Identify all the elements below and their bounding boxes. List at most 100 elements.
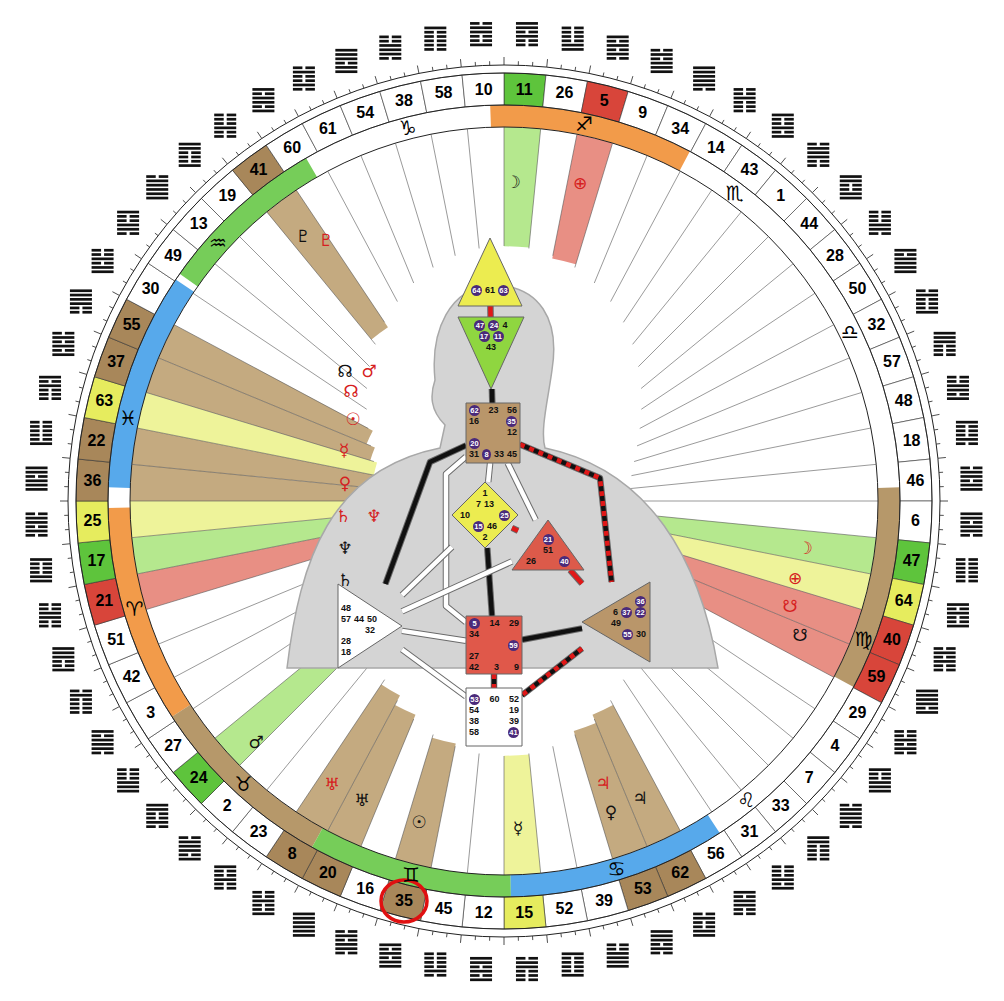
- tick: [882, 719, 885, 721]
- tick: [874, 269, 877, 271]
- gate-number: 26: [526, 556, 536, 567]
- tick: [758, 855, 760, 858]
- tick: [921, 628, 929, 630]
- head-center: 646163: [458, 238, 522, 306]
- gate-number: 5: [469, 618, 480, 629]
- gate-number: 41: [508, 727, 519, 738]
- tick: [722, 120, 724, 123]
- channel-line: [402, 650, 466, 697]
- tick: [802, 180, 805, 183]
- tick: [658, 89, 659, 93]
- gate-number: 26: [556, 84, 574, 102]
- sector-line: [633, 658, 742, 790]
- gate-number: 22: [88, 432, 106, 450]
- gate-number: 16: [469, 416, 479, 427]
- tick: [617, 922, 618, 926]
- tick: [92, 346, 96, 347]
- sector-line: [594, 719, 647, 847]
- gate-number: 17: [88, 552, 106, 570]
- tick: [734, 871, 736, 874]
- tick: [248, 855, 250, 858]
- tick: [404, 72, 406, 76]
- hexagram: [30, 421, 52, 445]
- planet-glyph: ♂: [248, 732, 263, 752]
- tick: [146, 755, 149, 757]
- wheel-circle: [76, 73, 932, 929]
- tick: [284, 120, 286, 123]
- tick: [155, 233, 158, 235]
- gate-row: 1635: [469, 416, 517, 427]
- tick: [832, 211, 835, 214]
- spleen-center: 48574450322818: [338, 584, 402, 668]
- tick: [62, 457, 70, 459]
- planet-glyph: ♂: [361, 361, 376, 381]
- tick: [79, 614, 83, 615]
- gate-row: 21: [526, 534, 570, 545]
- sector-line: [637, 358, 849, 446]
- tick: [79, 387, 83, 388]
- center-content: 536052541938395841: [466, 688, 522, 746]
- hexagram: [516, 22, 538, 46]
- hexagram: [146, 175, 168, 199]
- hexagram: [947, 603, 969, 627]
- tick: [183, 799, 186, 802]
- gate-number: 61: [319, 120, 337, 138]
- gate-number: 54: [356, 104, 374, 122]
- gate-row: 36: [586, 596, 646, 607]
- tick: [146, 245, 149, 247]
- sector-line: [553, 134, 577, 256]
- tick: [939, 529, 943, 530]
- gate-number: 64: [471, 285, 482, 296]
- gate-number: 6: [613, 607, 618, 618]
- gate-number: 62: [671, 864, 689, 882]
- tick: [938, 457, 946, 459]
- hexagram: [70, 289, 92, 313]
- planet-glyph: ♇: [318, 230, 333, 250]
- tick: [68, 443, 72, 445]
- hexagram: [947, 376, 969, 400]
- tick: [135, 743, 142, 747]
- sector-line: [575, 143, 613, 267]
- gate-number: 4: [830, 737, 839, 755]
- tick: [112, 707, 119, 711]
- gate-ray: [504, 754, 541, 875]
- hexagram: [807, 836, 829, 860]
- gate-number: 21: [95, 592, 113, 610]
- hexagram: [807, 143, 829, 167]
- channel-line: [402, 561, 512, 611]
- zodiac-glyph: ♌: [737, 788, 755, 812]
- gate-number: 57: [341, 614, 351, 625]
- tick: [309, 106, 311, 110]
- channel-line: [520, 444, 612, 582]
- hexagram: [934, 647, 956, 671]
- gate-number: 44: [800, 215, 818, 233]
- tick: [65, 472, 69, 473]
- hexagram: [470, 22, 492, 46]
- tick: [417, 66, 419, 74]
- hexagram: [379, 36, 401, 60]
- gate-number: 14: [489, 618, 499, 629]
- gate-number: 29: [848, 704, 866, 722]
- tick: [173, 211, 176, 214]
- hexagram: [734, 88, 756, 112]
- gate-cell: [76, 501, 110, 543]
- center-shape: [458, 238, 522, 306]
- gate-row: 5419: [469, 705, 519, 716]
- tick: [684, 898, 686, 902]
- zodiac-glyph: ♍: [854, 627, 872, 651]
- tick: [103, 681, 107, 683]
- sector-line: [361, 155, 414, 283]
- hexagram: [960, 467, 982, 491]
- tick: [460, 935, 462, 943]
- sector-line: [638, 237, 768, 367]
- planet-glyph: ♇: [295, 226, 310, 246]
- hexagram: [651, 49, 673, 73]
- sector-line: [630, 464, 877, 488]
- tick: [907, 331, 914, 334]
- tick: [925, 614, 929, 615]
- sector-line: [158, 358, 370, 446]
- tick: [103, 319, 107, 321]
- gate-number: 6: [911, 512, 920, 530]
- gate-number: 23: [250, 823, 268, 841]
- gate-number: 42: [123, 668, 141, 686]
